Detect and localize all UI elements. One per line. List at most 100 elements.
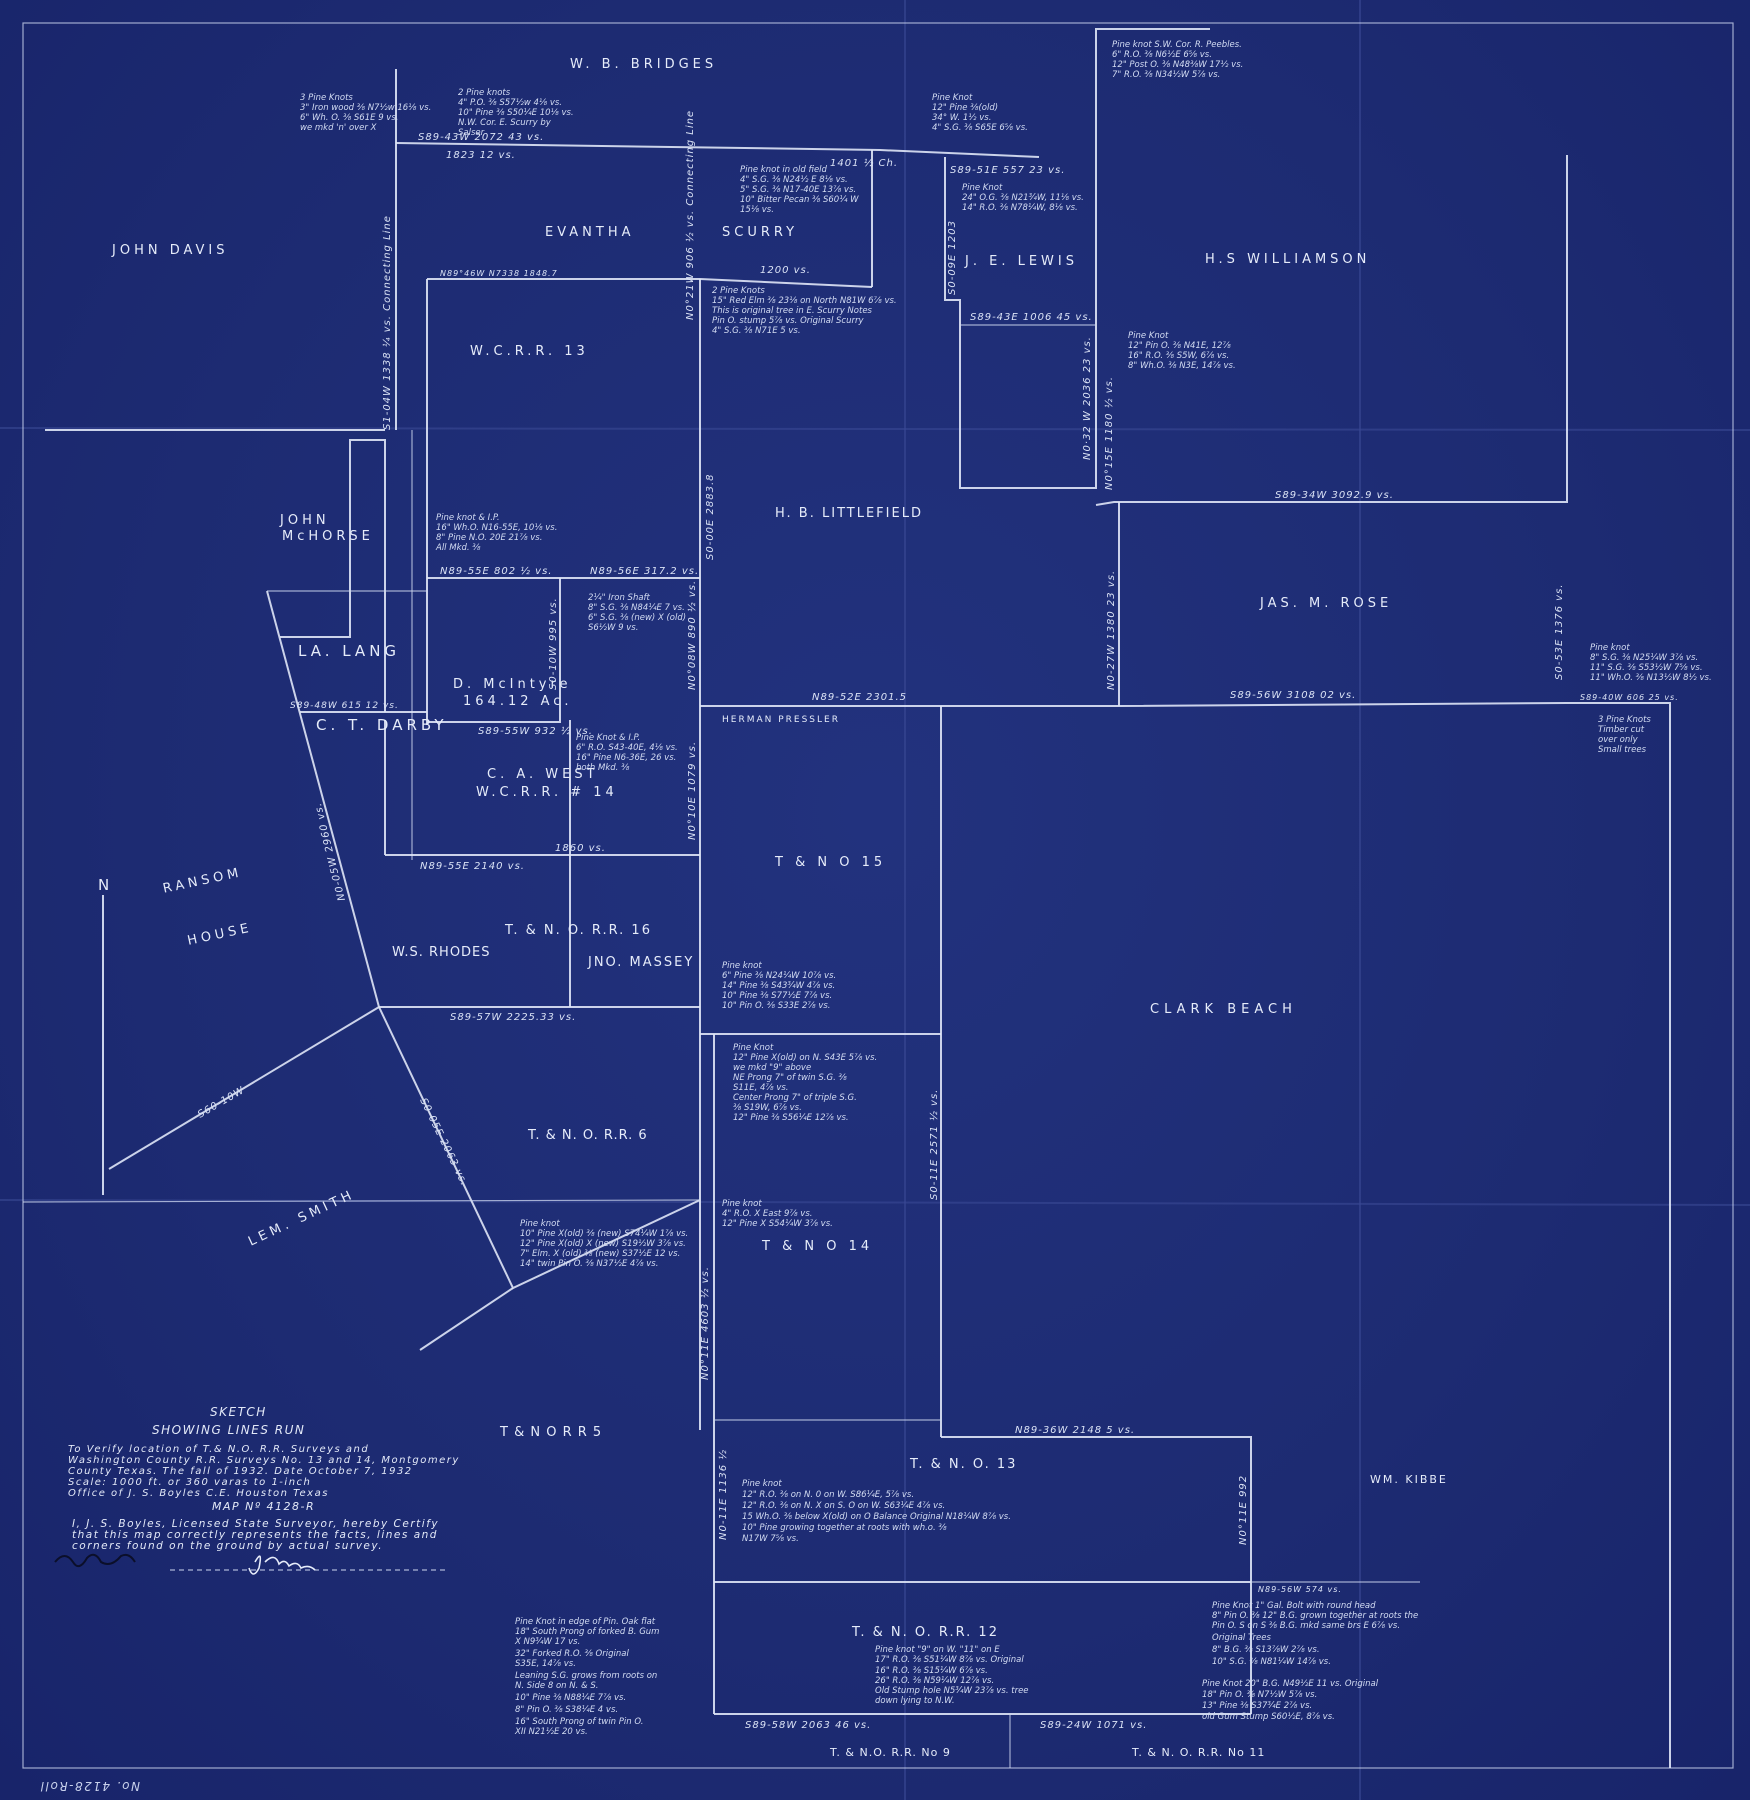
tract-label: LA. LANG <box>298 642 400 660</box>
corner-note: Pine knot S.W. Cor. R. Peebles.6" R.O. ⅜… <box>1112 40 1243 80</box>
tract-label: J. E. LEWIS <box>964 254 1078 269</box>
bearing-label: N0°08W 890 ½ vs. <box>686 580 698 690</box>
tract-label: T. & N. O. 13 <box>909 1457 1017 1472</box>
tract-label: CLARK BEACH <box>1150 1002 1297 1017</box>
tract-label: T & N O R R 5 <box>499 1425 602 1440</box>
bearing-label: S1-04W 1338 ¼ vs. Connecting Line <box>381 215 393 430</box>
tract-label: JNO. MASSEY <box>587 955 694 970</box>
bearing-label: N0°11E 992 <box>1238 1475 1249 1545</box>
bearing-label: S89-57W 2225.33 vs. <box>450 1012 576 1023</box>
tract-label: LEM. SMITH <box>246 1187 357 1250</box>
tract-label: RANSOM <box>162 865 244 896</box>
bearing-label: N0-27W 1380 23 vs. <box>1106 570 1117 690</box>
bearing-label: S60-10W <box>196 1085 247 1121</box>
tract-label: SCURRY <box>722 225 798 240</box>
map-title: SKETCH <box>210 1405 267 1419</box>
north-arrow-label: N <box>98 876 113 894</box>
bearing-label: N0-05W 2960 vs. <box>313 801 348 902</box>
tract-label: H.S WILLIAMSON <box>1205 252 1370 267</box>
bearing-label: N89-52E 2301.5 <box>812 692 907 703</box>
corner-note: Pine Knot 20" B.G. N49½E 11 vs. Original… <box>1202 1679 1379 1722</box>
bearing-label: N89-56E 317.2 vs. <box>590 566 699 577</box>
bearing-label: S0-10W 995 vs. <box>548 597 559 690</box>
bearing-label: S0-09E 1203 <box>947 220 958 295</box>
tract-label: C. A. WEST <box>487 767 599 782</box>
tract-label: W.S. RHODES <box>392 945 491 960</box>
roll-number-stamp: No. 4128-Roll <box>39 1779 140 1793</box>
tract-label: 164.12 Ac. <box>463 694 573 709</box>
map-subtitle: SHOWING LINES RUN <box>152 1423 305 1437</box>
bearing-label: S0-11E 2571 ½ vs. <box>928 1089 940 1200</box>
tract-label: W.C.R.R. 13 <box>470 344 589 359</box>
tract-label: T. & N. O. R.R. 12 <box>851 1625 999 1640</box>
bearing-label: S89-43W 2072 43 vs. <box>418 132 544 143</box>
tract-label: H. B. LITTLEFIELD <box>775 506 923 521</box>
bearing-label: S89-58W 2063 46 vs. <box>745 1720 871 1731</box>
bearing-label: 1823 12 vs. <box>446 150 516 161</box>
title-block: SKETCH SHOWING LINES RUN To Verify locat… <box>54 1405 460 1575</box>
bearing-label: N0-11E 1136 ½ <box>717 1449 729 1540</box>
bearing-label: S0-05E 2063 vs. <box>417 1096 469 1188</box>
tract-label: T. & N. O. R.R. 6 <box>527 1128 648 1143</box>
map-description: To Verify location of T.& N.O. R.R. Surv… <box>68 1444 460 1499</box>
tract-label: McHORSE <box>282 529 374 544</box>
bearing-labels: S89-43W 2072 43 vs. 1823 12 vs. 1401 ½ C… <box>196 110 1679 1731</box>
bearing-label: N89-56W 574 vs. <box>1258 1585 1342 1594</box>
bearing-label: N89°46W N7338 1848.7 <box>440 269 558 278</box>
tract-label: JAS. M. ROSE <box>1259 596 1392 611</box>
tract-label: T. & N. O. R.R. 16 <box>504 923 652 938</box>
tract-label: T & N O 15 <box>774 855 886 870</box>
bearing-label: S89-24W 1071 vs. <box>1040 1720 1147 1731</box>
bearing-label: N89-55E 2140 vs. <box>420 861 525 872</box>
tract-label: T. & N. O. R.R. No 11 <box>1131 1746 1265 1759</box>
bearing-label: 1860 vs. <box>555 843 606 854</box>
bearing-label: N89-55E 802 ½ vs. <box>440 565 552 577</box>
bearing-label: S0-00E 2883.8 <box>705 473 716 560</box>
tract-label: EVANTHA <box>545 225 635 240</box>
tract-label: T & N O 14 <box>761 1239 873 1254</box>
bearing-label: S0-53E 1376 vs. <box>1554 584 1565 680</box>
bearing-label: N0°11E 4603 ½ vs. <box>699 1266 711 1380</box>
surveyor-certification: I, J. S. Boyles, Licensed State Surveyor… <box>72 1518 439 1552</box>
bearing-label: N89-36W 2148 5 vs. <box>1015 1425 1135 1436</box>
tract-label: HERMAN PRESSLER <box>722 715 840 725</box>
tract-label: W. B. BRIDGES <box>570 57 717 72</box>
bearing-label: S89-43E 1006 45 vs. <box>970 312 1093 323</box>
ink-signature <box>54 1553 136 1568</box>
tract-label: HOUSE <box>186 920 254 948</box>
bearing-label: S89-56W 3108 02 vs. <box>1230 690 1356 701</box>
tract-label: D. McIntyre <box>453 677 572 692</box>
corner-note: Pine Knot & I.P.6" R.O. S43-40E, 4⅛ vs.1… <box>576 733 678 773</box>
bearing-label: 1200 vs. <box>760 265 811 276</box>
bearing-label: S89-40W 606 25 vs. <box>1580 693 1679 702</box>
white-signature <box>248 1555 316 1575</box>
tract-label: T. & N.O. R.R. No 9 <box>829 1746 951 1759</box>
tract-label: W.C.R.R. # 14 <box>476 785 618 800</box>
bearing-label: N0°21W 906 ½ vs. Connecting Line <box>684 110 696 320</box>
corner-note: Pine knot & I.P.16" Wh.O. N16-55E, 10⅛ v… <box>435 513 557 553</box>
map-number: MAP Nº 4128-R <box>212 1500 315 1513</box>
bearing-label: N0°15E 1180 ½ vs. <box>1103 376 1115 490</box>
survey-lines <box>22 28 1671 1768</box>
bearing-label: S89-51E 557 23 vs. <box>950 165 1065 176</box>
bearing-label: S89-34W 3092.9 vs. <box>1275 490 1394 501</box>
